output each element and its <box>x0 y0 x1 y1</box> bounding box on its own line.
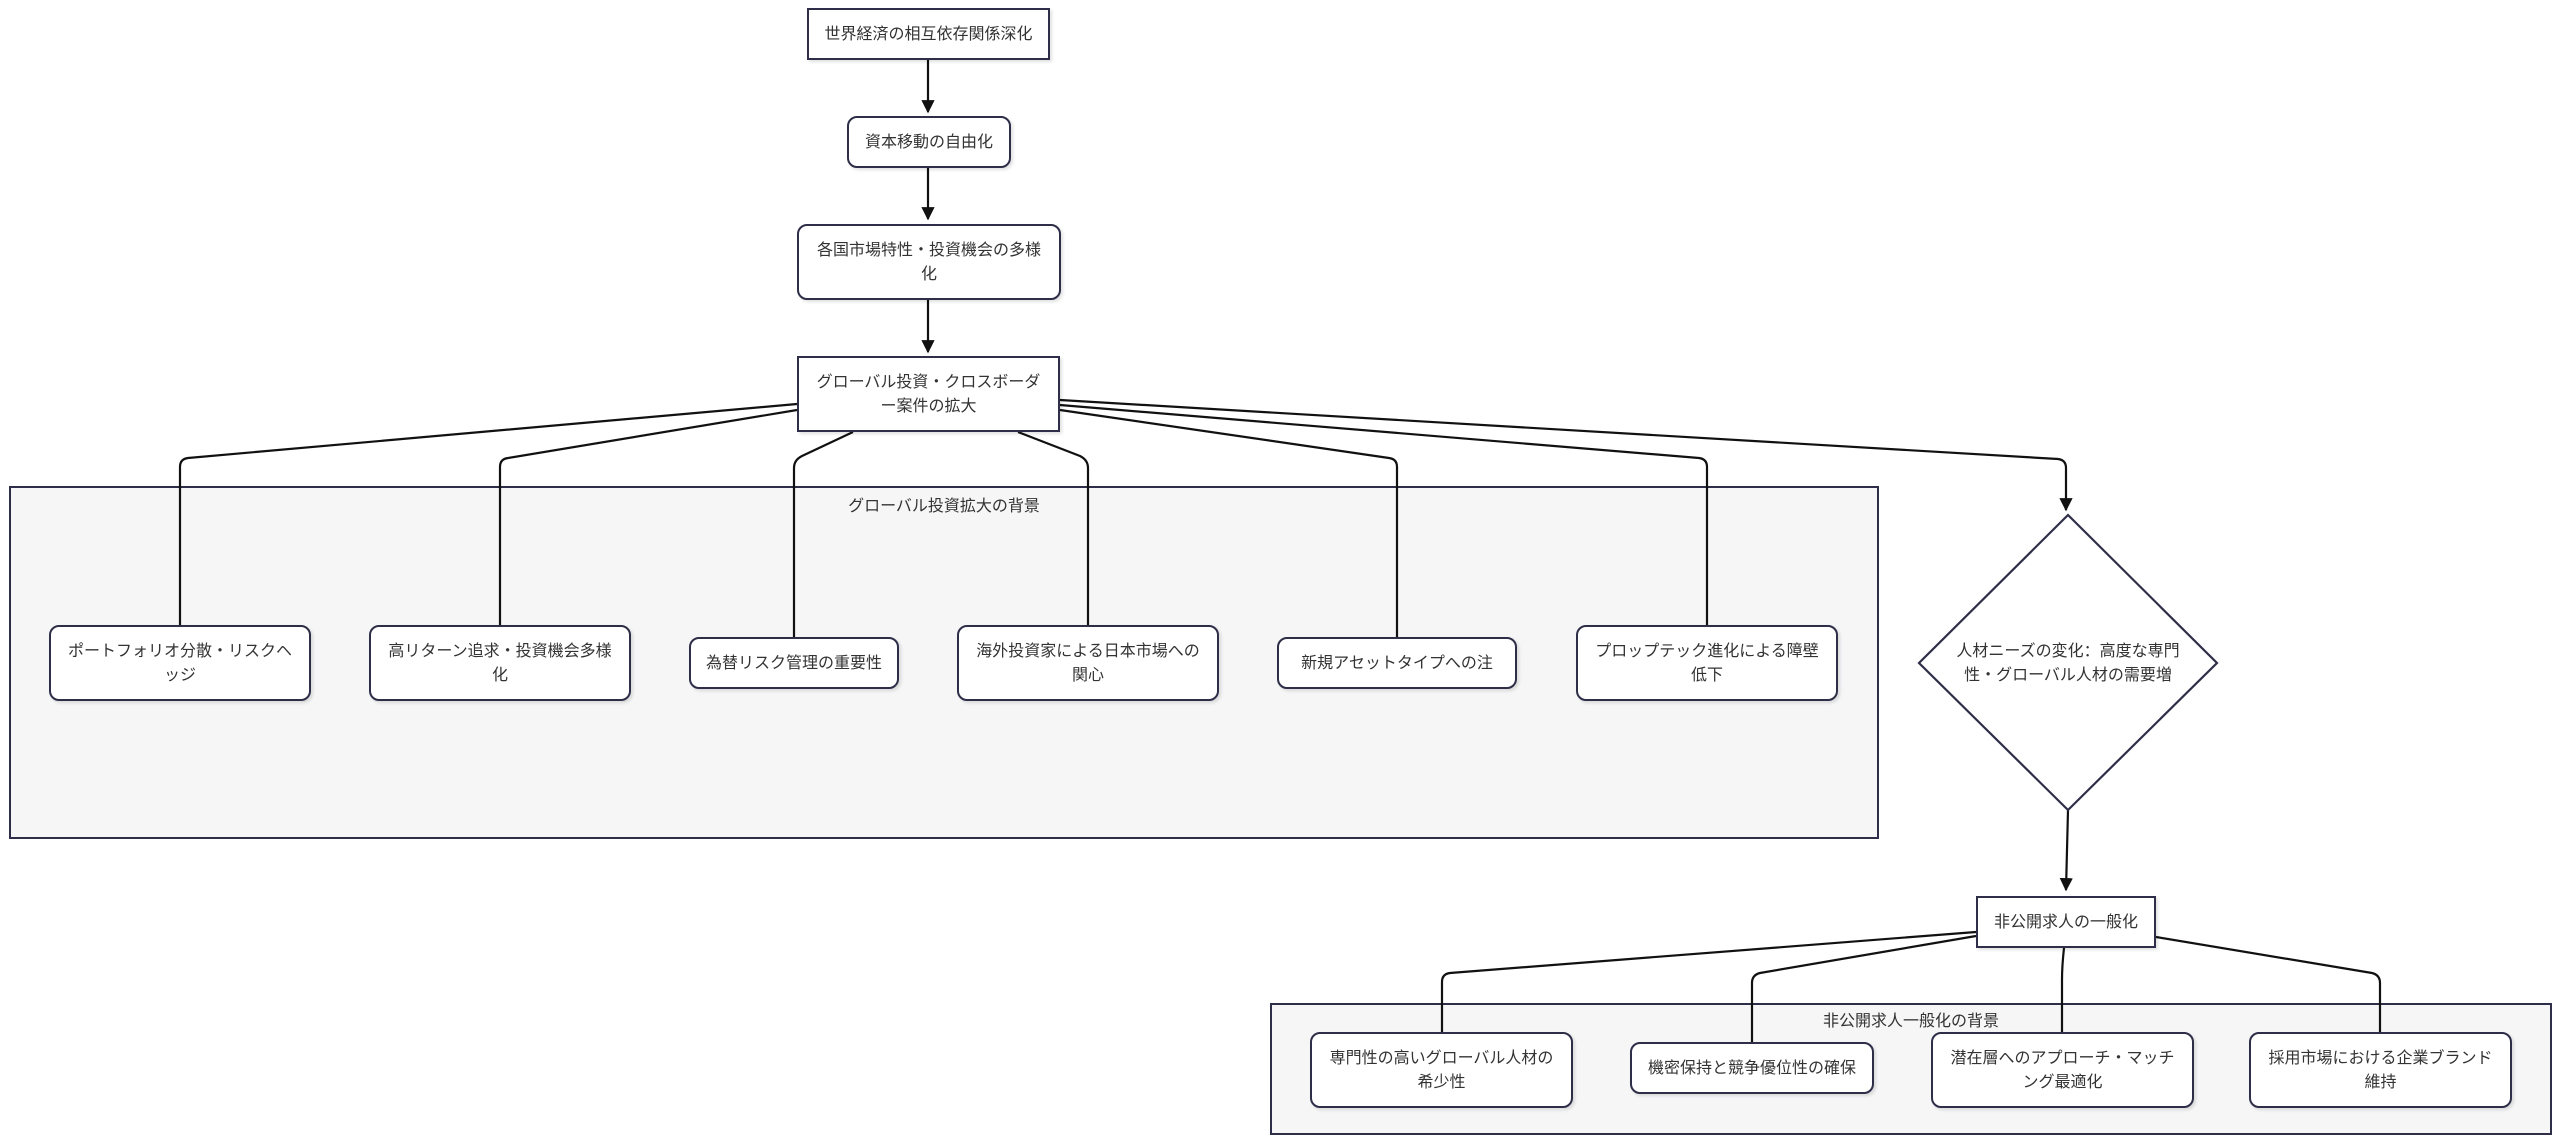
node-g1: ポートフォリオ分散・リスクヘッジ <box>49 625 311 701</box>
node-g5: 新規アセットタイプへの注 <box>1277 637 1517 689</box>
cluster-label: グローバル投資拡大の背景 <box>848 496 1040 515</box>
node-g2: 高リターン追求・投資機会多様化 <box>369 625 631 701</box>
node-n1: 世界経済の相互依存関係深化 <box>807 8 1050 60</box>
node-d1-text: 人材ニーズの変化：高度な専門性・グローバル人材の需要増 <box>1956 641 2180 684</box>
cluster-global-investment-background: グローバル投資拡大の背景 <box>9 486 1879 839</box>
node-p1: 専門性の高いグローバル人材の希少性 <box>1310 1032 1573 1108</box>
node-n5: 非公開求人の一般化 <box>1976 896 2156 948</box>
edge-n4-g2 <box>498 408 798 625</box>
edge-n5-p4 <box>2155 935 2382 1032</box>
node-p3: 潜在層へのアプローチ・マッチング最適化 <box>1931 1032 2194 1108</box>
node-g4: 海外投資家による日本市場への関心 <box>957 625 1219 701</box>
edge-n4-g3 <box>792 431 854 637</box>
edge-n5-p3 <box>2060 947 2066 1032</box>
node-n2: 資本移動の自由化 <box>847 116 1011 168</box>
node-g6: プロップテック進化による障壁低下 <box>1576 625 1838 701</box>
node-n3: 各国市場特性・投資機会の多様化 <box>797 224 1061 300</box>
edge-d1-n5 <box>2059 809 2073 892</box>
edge-n5-p1 <box>1440 930 1977 1032</box>
edge-n4-g1 <box>178 402 798 625</box>
node-g3: 為替リスク管理の重要性 <box>689 637 899 689</box>
node-p4: 採用市場における企業ブランド維持 <box>2249 1032 2512 1108</box>
edge-n4-g5 <box>1059 408 1399 637</box>
cluster-label: 非公開求人一般化の背景 <box>1822 1011 1999 1030</box>
edge-n4-g6 <box>1059 403 1709 625</box>
node-p2: 機密保持と競争優位性の確保 <box>1630 1042 1874 1094</box>
node-n4: グローバル投資・クロスボーダー案件の拡大 <box>797 356 1060 432</box>
edge-n5-p2 <box>1750 934 1977 1042</box>
edge-n4-g4 <box>1017 430 1090 625</box>
edge-n4-d1 <box>1059 398 2073 512</box>
